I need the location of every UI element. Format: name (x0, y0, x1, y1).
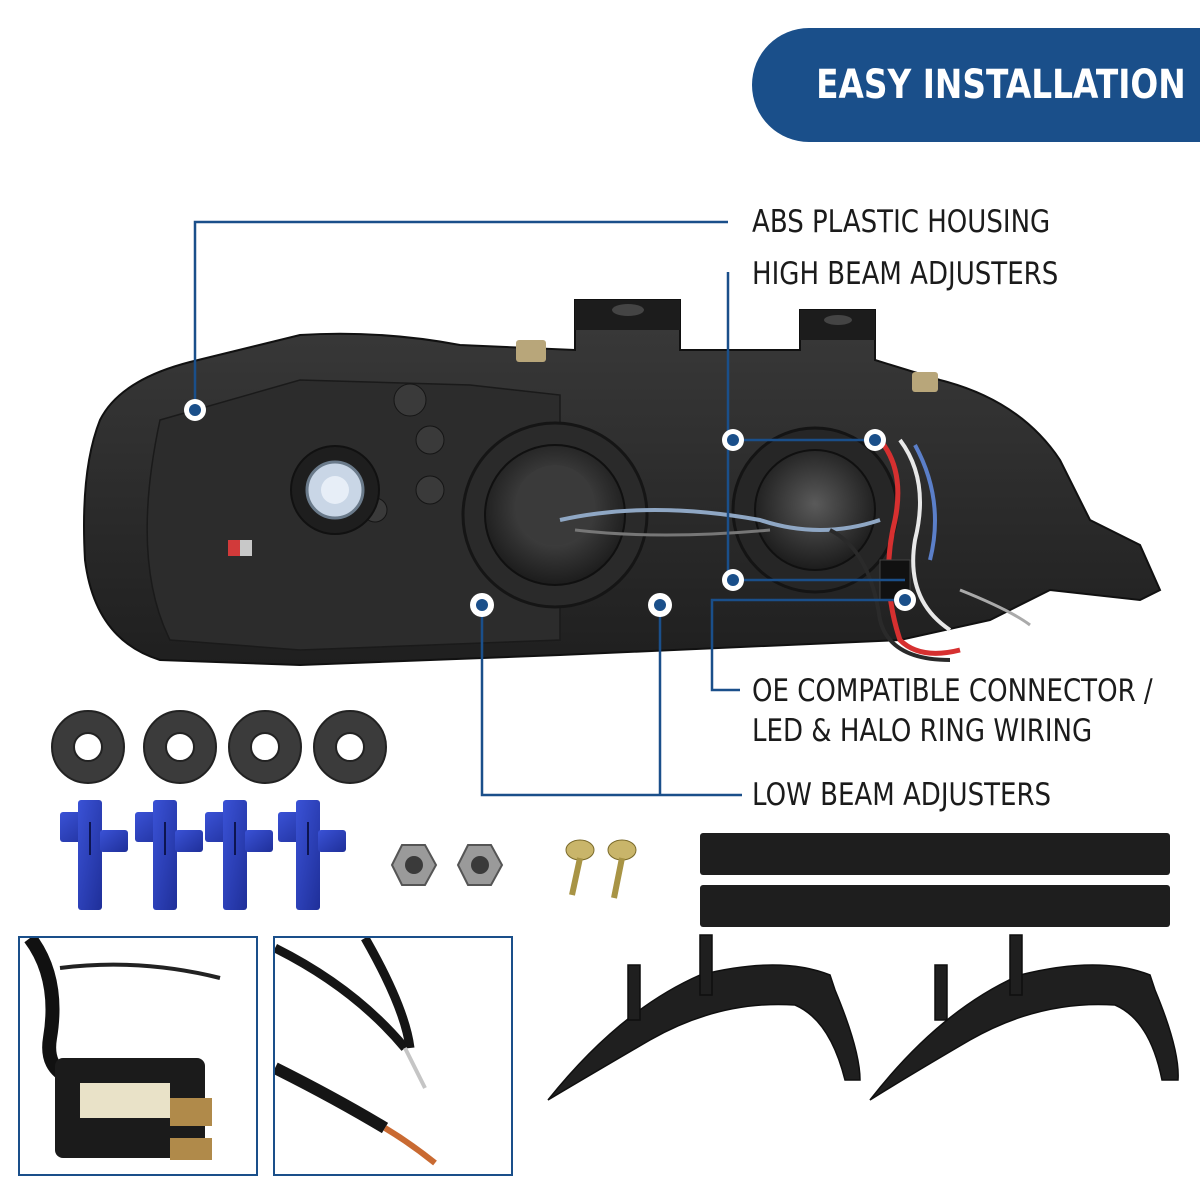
hex-nuts (390, 844, 504, 886)
callout-dots (184, 399, 916, 617)
callout-lines (193, 220, 905, 797)
callout-abs-plastic-housing: ABS PLASTIC HOUSING (752, 204, 1051, 240)
callout-connector-line1: OE COMPATIBLE CONNECTOR / (752, 673, 1153, 709)
foam-strips (700, 833, 1170, 927)
rubber-washers (51, 710, 387, 784)
banner-title: EASY INSTALLATION (816, 62, 1186, 108)
inset-stripped-wire (273, 936, 513, 1176)
brackets (547, 934, 1179, 1101)
callout-low-beam-adjusters: LOW BEAM ADJUSTERS (752, 777, 1052, 813)
tap-connectors (60, 800, 346, 910)
callout-connector-line2: LED & HALO RING WIRING (752, 713, 1093, 749)
inset-plug-connector (18, 936, 258, 1176)
stripped-wire-icon (275, 938, 437, 1166)
easy-installation-banner: EASY INSTALLATION (752, 28, 1200, 142)
plug-connector-icon (24, 938, 221, 1160)
headlight-housing (83, 299, 1162, 667)
screws (565, 839, 637, 899)
callout-high-beam-adjusters: HIGH BEAM ADJUSTERS (752, 256, 1059, 292)
